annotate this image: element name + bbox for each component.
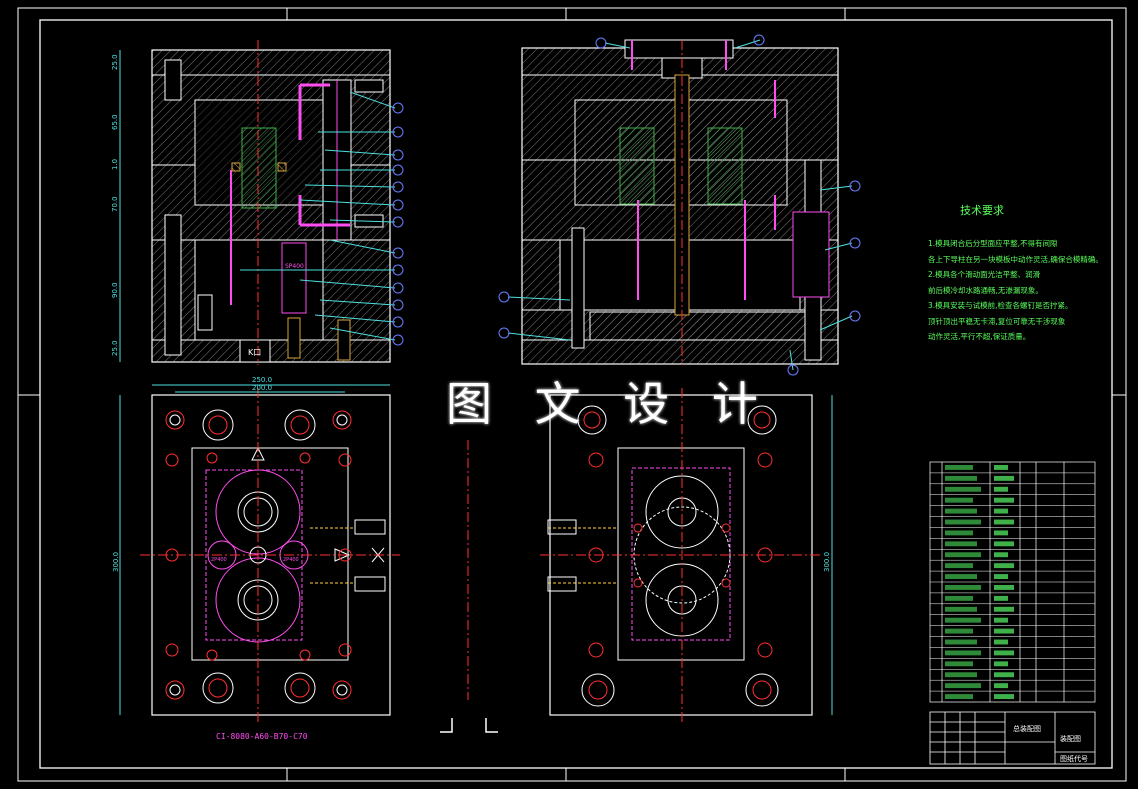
bom-row-text-mark bbox=[945, 574, 977, 579]
bom-row-text-mark bbox=[945, 595, 973, 601]
bom-row-spec-mark bbox=[994, 530, 1008, 536]
bom-row-spec-mark bbox=[994, 552, 1008, 558]
ejector-label: K口 bbox=[248, 348, 262, 357]
bom-row-text-mark bbox=[945, 628, 973, 634]
bom-row-spec-mark bbox=[994, 683, 1008, 689]
bom-row-text-mark bbox=[945, 617, 981, 623]
bom-row-spec-mark bbox=[994, 563, 1014, 569]
tech-requirement-line: 3.模具安装与试模前,检查各螺钉是否拧紧。 bbox=[928, 301, 1073, 310]
bom-row-text-mark bbox=[945, 650, 981, 656]
bom-row-text-mark bbox=[945, 694, 973, 699]
bom-row-text-mark bbox=[945, 639, 977, 645]
bom-row-text-mark bbox=[945, 486, 981, 492]
tech-requirements-list: 1.模具闭合后分型面应平整,不得有间隙 各上下导柱在另一块模板中动作灵活,确保合… bbox=[928, 236, 1098, 345]
bom-row-text-mark bbox=[945, 519, 981, 525]
drawing-number-label: 图纸代号 bbox=[1060, 755, 1088, 763]
dim-plan-height-left: 300.0 bbox=[112, 551, 120, 572]
bom-row-spec-mark bbox=[994, 617, 1008, 623]
bom-row-text-mark bbox=[945, 541, 977, 547]
bom-row-spec-mark bbox=[994, 519, 1014, 525]
tech-requirement-line: 2.模具各个滑动面光洁平整、润滑 bbox=[928, 270, 1041, 279]
assembly-label: 总装配图 bbox=[1013, 725, 1041, 733]
dim-text: 90.0 bbox=[111, 282, 119, 298]
bom-row-spec-mark bbox=[994, 585, 1014, 590]
bom-row-spec-mark bbox=[994, 628, 1014, 634]
dim-text: 65.0 bbox=[111, 114, 119, 130]
drawing-border bbox=[17, 7, 1127, 782]
bom-row-text-mark bbox=[945, 530, 973, 536]
core-label: SP400 bbox=[285, 263, 304, 270]
bom-row-spec-mark bbox=[994, 541, 1014, 547]
insert-label-right: 2P400 bbox=[283, 557, 299, 563]
dim-text: 25.0 bbox=[111, 340, 119, 356]
dim-text: 1.0 bbox=[111, 158, 119, 170]
dim-plan-height-right: 300.0 bbox=[823, 551, 831, 572]
section-view-right bbox=[521, 39, 839, 365]
callouts-left bbox=[240, 91, 404, 346]
bom-row-spec-mark bbox=[994, 639, 1008, 645]
dim-plan-width-outer: 250.0 bbox=[252, 376, 273, 384]
dim-text: 25.0 bbox=[111, 54, 119, 70]
bom-row-text-mark bbox=[945, 585, 981, 590]
bom-row-text-mark bbox=[945, 661, 973, 667]
bom-rows bbox=[930, 465, 1095, 699]
bom-row-text-mark bbox=[945, 475, 977, 481]
bom-row-spec-mark bbox=[994, 595, 1008, 601]
corner-marks bbox=[440, 718, 498, 733]
section-view-left bbox=[119, 40, 391, 365]
bom-row-spec-mark bbox=[994, 465, 1008, 470]
tech-requirement-line: 各上下导柱在另一块模板中动作灵活,确保合模精确。 bbox=[928, 254, 1098, 264]
bom-row-spec-mark bbox=[994, 497, 1014, 503]
insert-label-left: 2P400 bbox=[211, 557, 227, 563]
callouts-right bbox=[498, 34, 861, 376]
bom-row-text-mark bbox=[945, 606, 977, 612]
bom-row-spec-mark bbox=[994, 650, 1014, 656]
dim-text: 70.0 bbox=[111, 196, 119, 212]
tech-requirement-line: 前后模冷却水路通畅,无渗漏现象。 bbox=[928, 285, 1043, 295]
bom-row-spec-mark bbox=[994, 672, 1014, 678]
bom-row-text-mark bbox=[945, 563, 973, 569]
plan-left-holes bbox=[165, 409, 352, 704]
bom-row-spec-mark bbox=[994, 475, 1014, 481]
tech-requirements-title: 技术要求 bbox=[960, 204, 1004, 217]
bom-row-text-mark bbox=[945, 683, 981, 689]
tech-requirement-line: 动作灵活,平行不超,保证质量。 bbox=[928, 332, 1031, 341]
dim-plan-width-inner: 200.0 bbox=[252, 384, 273, 392]
tech-requirement-line: 顶针顶出平稳无卡滞,复位可靠无干涉现象 bbox=[928, 316, 1066, 326]
plan-right-holes bbox=[577, 405, 779, 707]
watermark-text: 图 文 设 计 bbox=[446, 377, 772, 431]
model-code: CI-8080-A60-B70-C70 bbox=[216, 732, 308, 741]
company-label: 装配图 bbox=[1060, 735, 1081, 743]
plan-view-right bbox=[467, 388, 833, 725]
bom-row-text-mark bbox=[945, 552, 981, 558]
bom-row-spec-mark bbox=[994, 508, 1008, 514]
title-block bbox=[929, 711, 1096, 765]
bom-row-text-mark bbox=[945, 508, 977, 514]
bom-row-text-mark bbox=[945, 672, 977, 678]
bom-row-spec-mark bbox=[994, 486, 1008, 492]
tech-requirement-line: 1.模具闭合后分型面应平整,不得有间隙 bbox=[928, 239, 1058, 248]
bom-row-text-mark bbox=[945, 497, 973, 503]
bom-row-spec-mark bbox=[994, 606, 1014, 612]
plan-view-left bbox=[119, 384, 400, 725]
bom-row-text-mark bbox=[945, 465, 973, 470]
bom-row-spec-mark bbox=[994, 574, 1008, 579]
bom-row-spec-mark bbox=[994, 661, 1008, 667]
bom-row-spec-mark bbox=[994, 694, 1014, 699]
